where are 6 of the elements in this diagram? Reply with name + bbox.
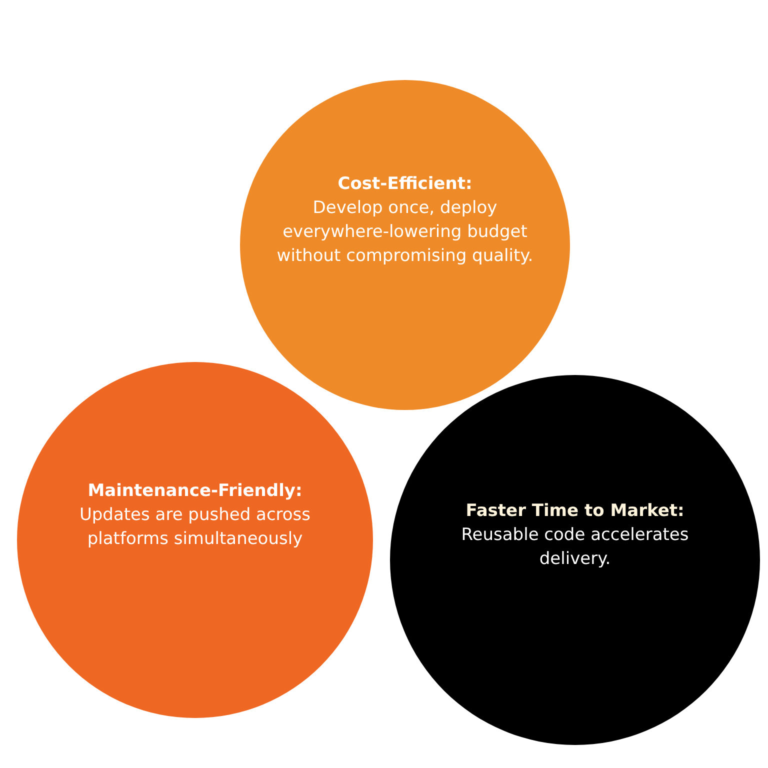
- benefit-description: Reusable code accelerates delivery.: [460, 524, 690, 571]
- benefit-description: Develop once, deploy everywhere-lowering budget without compromising quality.: [276, 197, 534, 268]
- benefit-heading: Cost-Efficient:: [336, 173, 474, 196]
- benefit-description: Updates are pushed across platforms simultaneously: [78, 504, 312, 551]
- benefit-heading: Faster Time to Market:: [464, 500, 686, 523]
- benefit-heading: Maintenance-Friendly:: [86, 480, 304, 503]
